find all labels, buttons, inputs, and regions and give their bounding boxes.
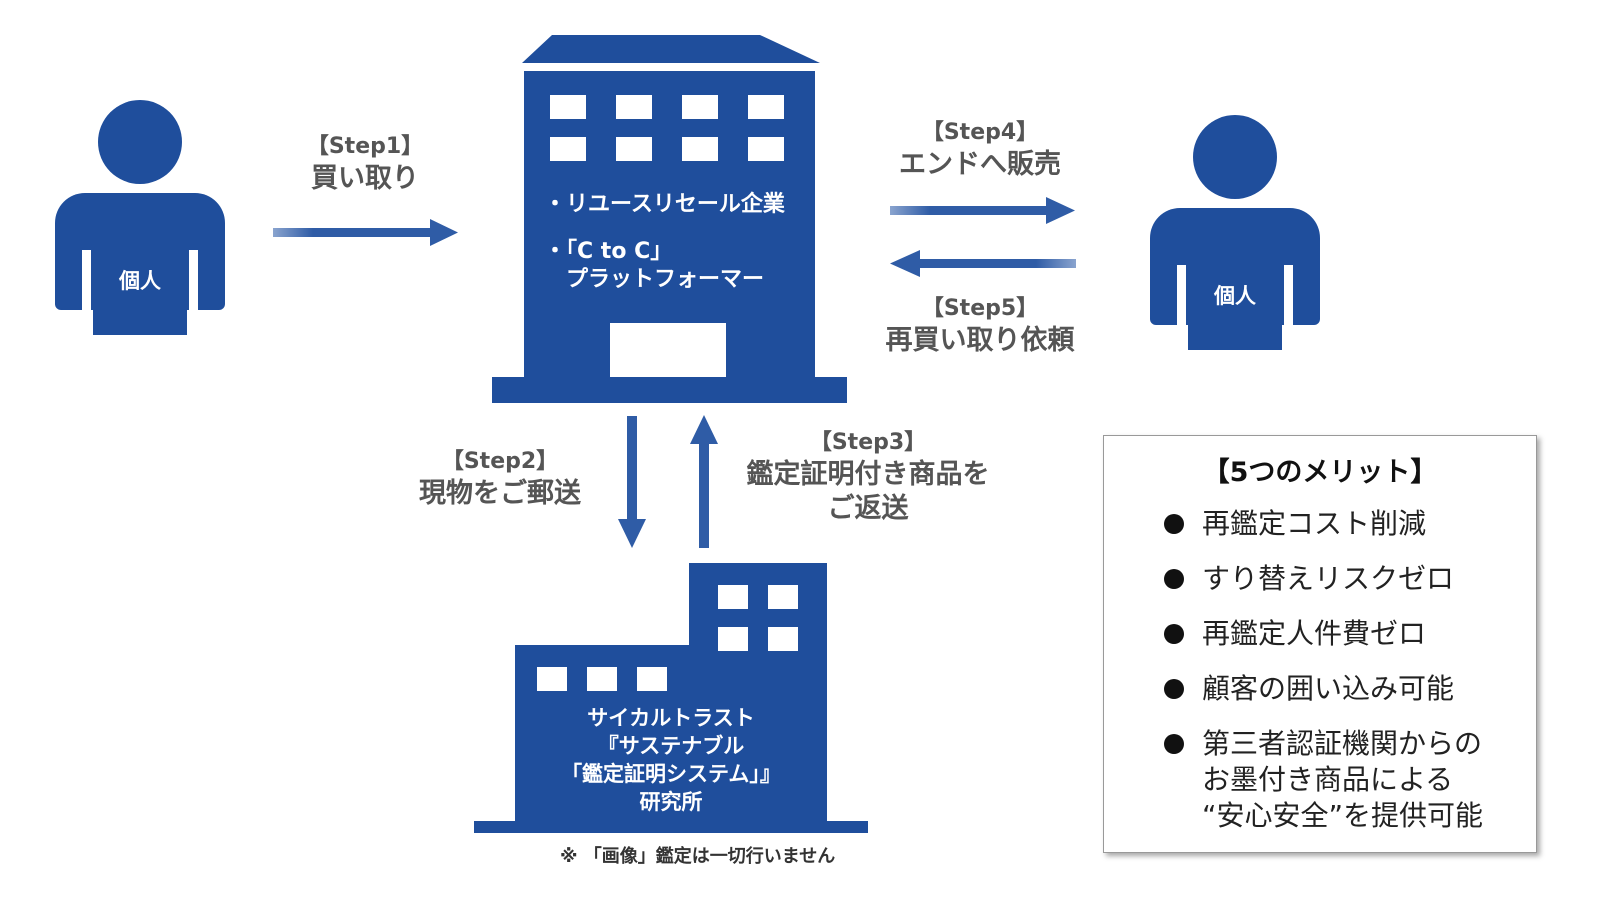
merits-box: 【5つのメリット】 再鑑定コスト削減 すり替えリスクゼロ 再鑑定人件費ゼロ 顧客… bbox=[1103, 435, 1537, 853]
step5-head: 【Step5】 bbox=[921, 296, 1039, 321]
company-line-3: プラットフォーマー bbox=[544, 267, 765, 292]
merit-text-5a: 第三者認証機関からの bbox=[1202, 727, 1483, 760]
step1-label: 【Step1】 買い取り bbox=[290, 132, 440, 196]
merit-text-2: すり替えリスクゼロ bbox=[1202, 562, 1455, 595]
step3-body-2: ご返送 bbox=[827, 493, 909, 524]
step5-arrow bbox=[890, 250, 1076, 277]
lab-line-2: 『サステナブル bbox=[597, 734, 745, 758]
step2-arrow bbox=[618, 416, 646, 548]
bullet-icon bbox=[1164, 679, 1184, 699]
bullet-icon bbox=[1164, 624, 1184, 644]
step4-head: 【Step4】 bbox=[921, 120, 1039, 145]
bullet-icon bbox=[1164, 734, 1184, 754]
merit-item-5: 第三者認証機関からの お墨付き商品による “安心安全”を提供可能 bbox=[1164, 726, 1534, 834]
merit-text-5b: お墨付き商品による bbox=[1202, 763, 1454, 796]
step1-head: 【Step1】 bbox=[306, 134, 424, 159]
merit-item-1: 再鑑定コスト削減 bbox=[1164, 506, 1534, 542]
company-line-1: ・リユースリセール企業 bbox=[544, 192, 785, 217]
lab-line-3: 「鑑定証明システム」』 bbox=[561, 762, 781, 786]
step2-head: 【Step2】 bbox=[441, 449, 559, 474]
merit-text-3: 再鑑定人件費ゼロ bbox=[1202, 617, 1427, 650]
merit-text-4: 顧客の囲い込み可能 bbox=[1202, 672, 1455, 705]
step3-head: 【Step3】 bbox=[809, 430, 927, 455]
step5-label: 【Step5】 再買い取り依頼 bbox=[870, 294, 1090, 358]
lab-line-4: 研究所 bbox=[639, 790, 703, 814]
merit-item-3: 再鑑定人件費ゼロ bbox=[1164, 616, 1534, 652]
left-person-label: 個人 bbox=[119, 269, 161, 293]
merit-item-2: すり替えリスクゼロ bbox=[1164, 561, 1534, 597]
merits-title: 【5つのメリット】 bbox=[1202, 457, 1438, 488]
step1-arrow bbox=[273, 219, 458, 246]
company-building-icon: ・リユースリセール企業 ・「C to C」 プラットフォーマー bbox=[492, 33, 847, 405]
footnote: ※ 「画像」鑑定は一切行いません bbox=[560, 846, 836, 867]
company-line-2: ・「C to C」 bbox=[544, 239, 673, 264]
step3-body-1: 鑑定証明付き商品を bbox=[746, 459, 990, 490]
left-person-icon: 個人 bbox=[55, 100, 225, 340]
step4-label: 【Step4】 エンドへ販売 bbox=[880, 118, 1080, 182]
merit-text-5c: “安心安全”を提供可能 bbox=[1202, 799, 1484, 832]
right-person-icon: 個人 bbox=[1150, 115, 1320, 355]
step1-body: 買い取り bbox=[311, 163, 419, 194]
bullet-icon bbox=[1164, 514, 1184, 534]
step3-arrow bbox=[690, 415, 718, 548]
step5-body: 再買い取り依頼 bbox=[885, 325, 1075, 356]
bullet-icon bbox=[1164, 569, 1184, 589]
step3-label: 【Step3】 鑑定証明付き商品を ご返送 bbox=[728, 428, 1008, 526]
lab-building-icon: サイカルトラスト 『サステナブル 「鑑定証明システム」』 研究所 bbox=[474, 563, 868, 835]
right-person-label: 個人 bbox=[1214, 284, 1256, 308]
lab-line-1: サイカルトラスト bbox=[587, 706, 755, 730]
step4-body: エンドへ販売 bbox=[899, 149, 1061, 180]
step2-body: 現物をご郵送 bbox=[419, 478, 581, 509]
step2-label: 【Step2】 現物をご郵送 bbox=[400, 447, 600, 511]
merit-text-1: 再鑑定コスト削減 bbox=[1202, 507, 1427, 540]
step4-arrow bbox=[890, 197, 1075, 224]
merit-item-4: 顧客の囲い込み可能 bbox=[1164, 671, 1534, 707]
